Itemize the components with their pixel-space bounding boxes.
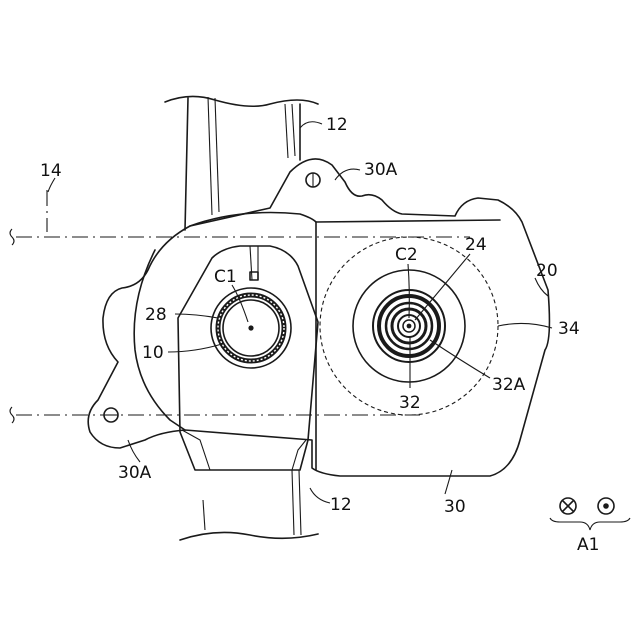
label-c2: C2 [395,245,418,265]
label-part-28: 28 [145,305,167,325]
frame-tube-bottom [180,470,318,540]
label-part-34: 34 [558,319,580,339]
direction-symbols [550,498,630,530]
dot-circle-icon [598,498,614,514]
reference-line-top [10,229,470,245]
frame-tube-top [165,96,318,230]
label-part-32: 32 [399,393,421,413]
crank-axle [211,288,291,368]
label-mount-bottom: 30A [118,463,152,483]
label-case: 30 [444,497,466,517]
label-part-32a: 32A [492,375,526,395]
label-direction: A1 [577,535,599,555]
reference-line-bottom [10,407,420,423]
label-frame-bottom: 12 [330,495,352,515]
label-frame-top: 12 [326,115,348,135]
mount-hole-top [306,173,320,187]
leader-lines [48,122,552,503]
label-axis-line: 14 [40,161,62,181]
label-part-24: 24 [465,235,487,255]
cross-circle-icon [560,498,576,514]
label-part-10: 10 [142,343,164,363]
label-case-outer: 20 [536,261,558,281]
label-c1: C1 [214,267,237,287]
label-mount-top: 30A [364,160,398,180]
crank-arm [178,246,318,470]
